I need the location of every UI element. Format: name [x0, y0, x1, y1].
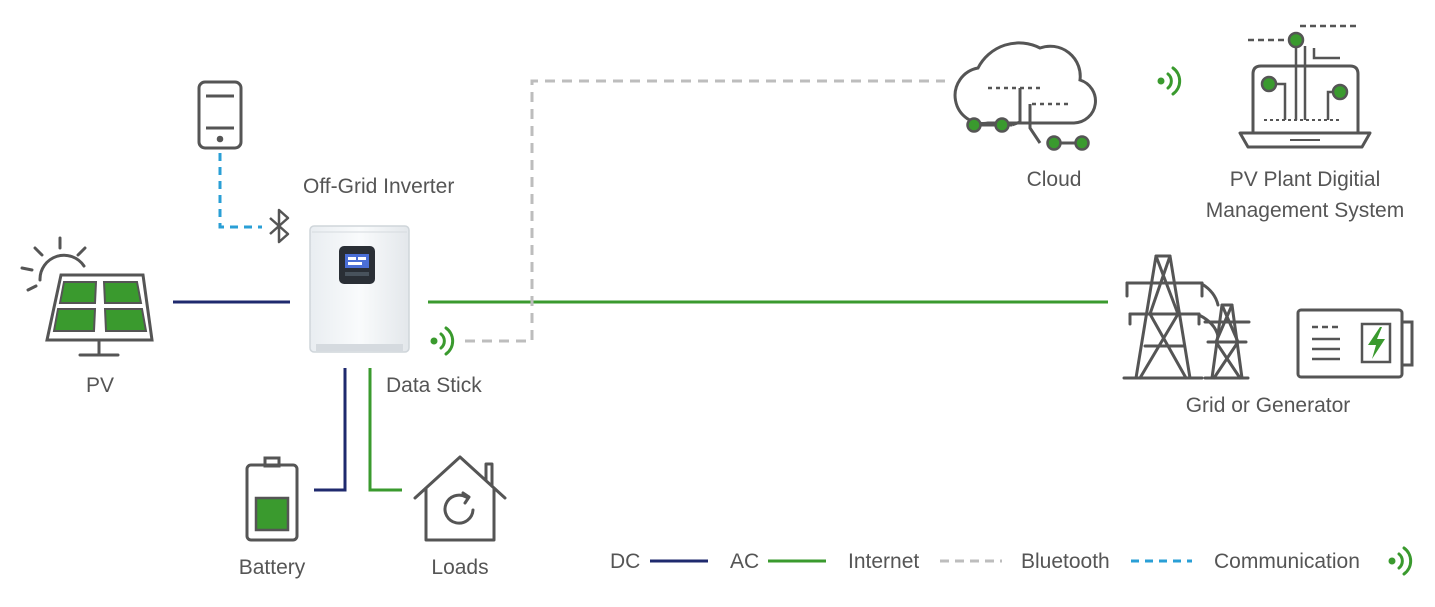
data-stick-label: Data Stick	[386, 374, 482, 397]
pv-plant-label-line1: PV Plant Digitial	[1229, 168, 1381, 191]
battery-icon	[245, 456, 299, 542]
legend-dc-label: DC	[610, 550, 641, 573]
inverter-icon	[309, 225, 410, 353]
solar-panel-icon	[20, 236, 154, 357]
bluetooth-icon	[269, 208, 290, 244]
pv-plant-label-line2: Management System	[1205, 199, 1405, 222]
ac-line-loads	[368, 368, 402, 492]
legend-internet-label: Internet	[848, 550, 920, 573]
loads-label: Loads	[431, 556, 489, 579]
battery-label: Battery	[238, 556, 306, 579]
cloud-icon	[953, 41, 1097, 151]
smartphone-icon	[197, 80, 243, 150]
generator-icon	[1296, 308, 1414, 379]
cloud-signal-icon	[1157, 66, 1182, 96]
legend-bluetooth-label: Bluetooth	[1021, 550, 1110, 573]
internet-line	[465, 79, 945, 343]
pv-label: PV	[85, 374, 114, 397]
transmission-tower-icon	[1122, 254, 1251, 380]
cloud-label: Cloud	[1026, 168, 1082, 191]
dc-line-battery	[314, 368, 347, 492]
bluetooth-line	[218, 153, 262, 229]
legend-communication-label: Communication	[1214, 550, 1360, 573]
inverter-label: Off-Grid Inverter	[303, 175, 455, 198]
laptop-icon	[1238, 24, 1372, 149]
connections	[173, 79, 1108, 492]
legend-ac-label: AC	[730, 550, 760, 573]
wifi-signal-icon	[430, 326, 455, 356]
house-icon	[413, 455, 507, 542]
grid-label: Grid or Generator	[1185, 394, 1351, 417]
legend-communication-icon	[1388, 546, 1413, 576]
